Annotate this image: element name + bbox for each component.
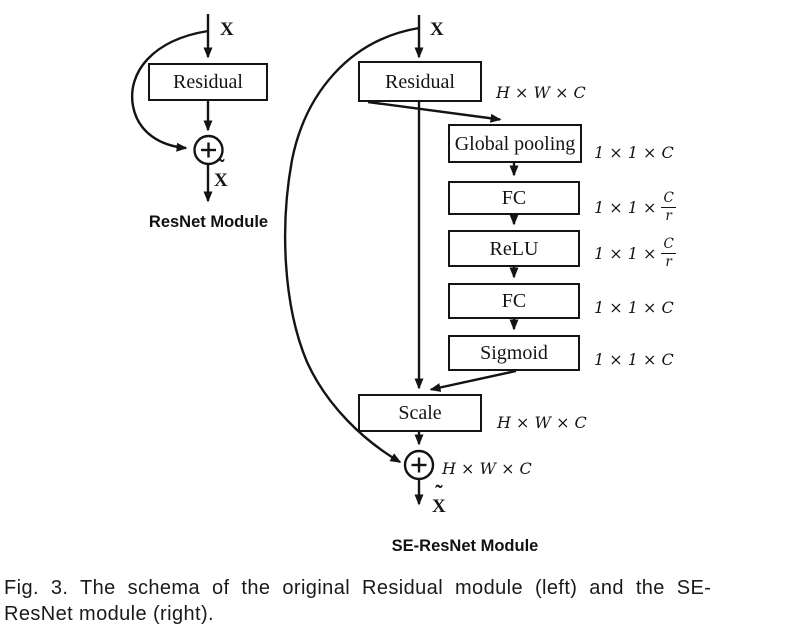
figure-caption: Fig. 3. The schema of the original Resid… bbox=[4, 576, 798, 627]
residual-dim-label: H × W × C bbox=[496, 83, 586, 102]
left-residual-box: Residual bbox=[148, 63, 268, 101]
right-output-label: ˜ X bbox=[432, 480, 446, 517]
scale-dim-label: H × W × C bbox=[497, 413, 587, 432]
fc2-box: FC bbox=[448, 283, 580, 319]
left-skip-connection-arrow bbox=[130, 29, 209, 152]
right-module-title: SE-ResNet Module bbox=[391, 537, 539, 555]
right-add-operator-icon bbox=[403, 449, 435, 481]
scale-box: Scale bbox=[358, 394, 482, 432]
right-residual-box: Residual bbox=[358, 61, 482, 102]
right-input-label: X bbox=[430, 19, 444, 40]
relu-box: ReLU bbox=[448, 230, 580, 267]
sigmoid-to-scale-arrow bbox=[429, 369, 517, 392]
sigmoid-box: Sigmoid bbox=[448, 335, 580, 371]
tilde-accent: ˜ bbox=[435, 480, 443, 505]
global-pooling-dim-label: 1 × 1 × C bbox=[594, 143, 674, 162]
fc1-dim-label: 1 × 1 × C r bbox=[594, 189, 676, 224]
tilde-accent: ˜ bbox=[217, 154, 225, 179]
sum-dim-label: H × W × C bbox=[442, 459, 532, 478]
left-input-label: X bbox=[220, 19, 234, 40]
left-module-title: ResNet Module bbox=[148, 213, 269, 231]
sigmoid-dim-label: 1 × 1 × C bbox=[594, 350, 674, 369]
right-skip-connection-arrow bbox=[283, 26, 420, 464]
residual-to-global-pooling-arrow bbox=[367, 100, 502, 123]
relu-dim-label: 1 × 1 × C r bbox=[594, 235, 676, 270]
fc1-box: FC bbox=[448, 181, 580, 215]
fraction: C r bbox=[661, 189, 676, 224]
left-add-operator-icon bbox=[193, 134, 224, 166]
fraction: C r bbox=[661, 235, 676, 270]
caption-line-2: ResNet module (right). bbox=[4, 602, 214, 625]
global-pooling-box: Global pooling bbox=[448, 124, 582, 163]
left-output-label: ˜ X bbox=[214, 154, 228, 191]
fc2-dim-label: 1 × 1 × C bbox=[594, 298, 674, 317]
caption-line-1: Fig. 3. The schema of the original Resid… bbox=[4, 577, 712, 599]
